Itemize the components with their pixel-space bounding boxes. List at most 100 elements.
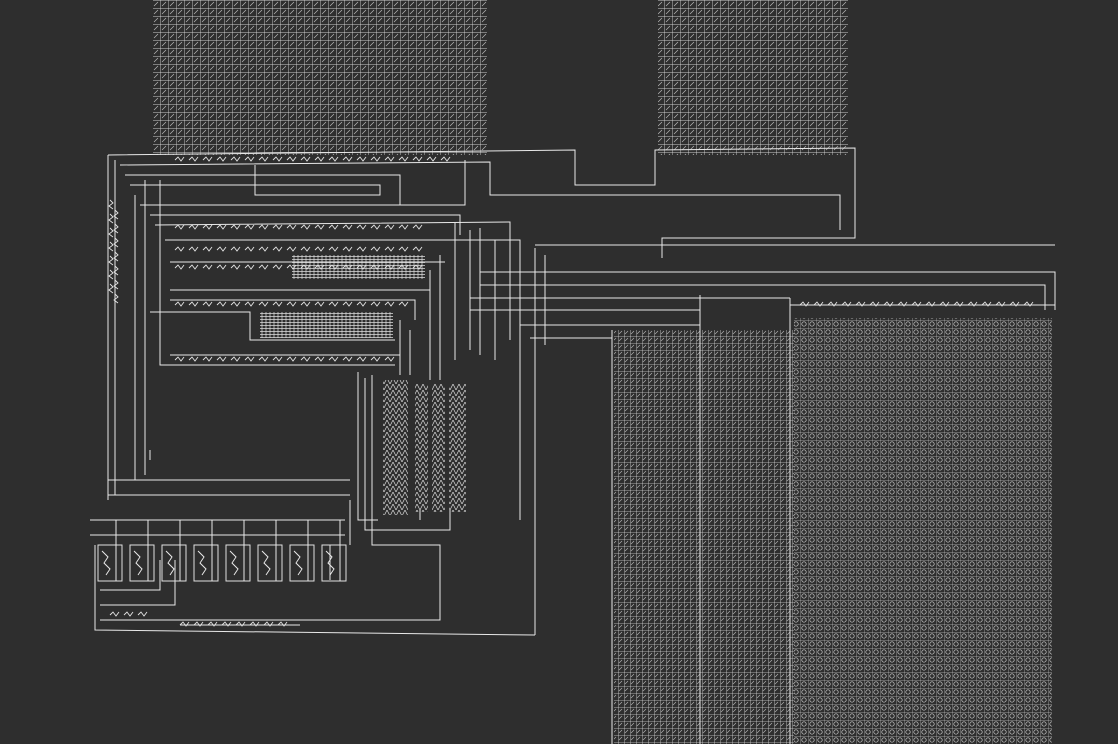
- connector-mark: [356, 246, 367, 252]
- connector-mark: [314, 156, 325, 162]
- connector-mark: [855, 301, 866, 307]
- connector-mark: [356, 301, 367, 307]
- connector-mark: [108, 213, 114, 224]
- register-cell: [193, 520, 219, 582]
- connector-mark: [244, 356, 255, 362]
- connector-mark: [300, 156, 311, 162]
- connector-mark: [272, 301, 283, 307]
- trace: [480, 271, 1056, 310]
- wiring-traces: [90, 147, 1056, 744]
- connector-mark: [230, 301, 241, 307]
- trace: [165, 239, 521, 520]
- connector-mark: [272, 156, 283, 162]
- connector-mark: [286, 246, 297, 252]
- connector-mark: [939, 301, 950, 307]
- trace: [170, 299, 416, 320]
- connector-mark: [342, 301, 353, 307]
- memory-array-bottom-right: [794, 318, 1052, 744]
- register-cell: [289, 520, 315, 582]
- trace: [100, 560, 176, 606]
- connector-mark: [342, 264, 353, 270]
- connector-mark: [230, 356, 241, 362]
- connector-mark: [258, 224, 269, 230]
- connector-mark: [188, 301, 199, 307]
- connector-mark: [314, 356, 325, 362]
- connector-mark: [109, 611, 120, 617]
- connector-mark: [398, 156, 409, 162]
- decoder-column: [415, 384, 428, 512]
- connector-mark: [286, 156, 297, 162]
- decoder-column: [383, 380, 408, 515]
- connector-mark: [258, 301, 269, 307]
- connector-mark: [1023, 301, 1034, 307]
- trace: [125, 160, 466, 206]
- connector-mark: [384, 224, 395, 230]
- connector-mark: [981, 301, 992, 307]
- trace: [107, 147, 856, 258]
- connector-mark: [827, 301, 838, 307]
- connector-mark: [412, 156, 423, 162]
- comb-block-lower: [260, 312, 393, 338]
- connector-mark: [342, 156, 353, 162]
- connector-mark: [108, 199, 114, 210]
- connector-mark: [188, 264, 199, 270]
- trace: [357, 372, 378, 521]
- connector-mark: [137, 611, 148, 617]
- connector-mark: [216, 246, 227, 252]
- connector-mark: [398, 224, 409, 230]
- connector-mark: [263, 621, 274, 627]
- connector-mark: [813, 301, 824, 307]
- connector-mark: [272, 246, 283, 252]
- connector-mark: [925, 301, 936, 307]
- connector-mark: [230, 156, 241, 162]
- connector-mark: [272, 356, 283, 362]
- connector-mark: [174, 356, 185, 362]
- connector-mark: [883, 301, 894, 307]
- trace: [100, 560, 161, 591]
- connector-mark: [286, 264, 297, 270]
- connector-mark: [216, 224, 227, 230]
- connector-mark: [300, 264, 311, 270]
- connector-mark: [174, 156, 185, 162]
- connector-mark: [108, 255, 114, 266]
- trace: [94, 545, 536, 636]
- connector-mark: [244, 156, 255, 162]
- trace: [150, 214, 461, 235]
- connector-mark: [328, 224, 339, 230]
- connector-mark: [342, 356, 353, 362]
- connector-mark: [113, 293, 119, 304]
- connector-mark: [412, 264, 423, 270]
- connector-mark: [174, 224, 185, 230]
- connector-mark: [216, 356, 227, 362]
- trace: [130, 165, 381, 196]
- register-cell: [161, 520, 187, 582]
- connector-mark: [384, 356, 395, 362]
- connector-mark: [202, 246, 213, 252]
- trace: [364, 378, 451, 531]
- connector-mark: [328, 301, 339, 307]
- trace: [150, 311, 395, 341]
- connector-mark: [113, 209, 119, 220]
- connector-mark: [113, 265, 119, 276]
- connector-mark: [202, 224, 213, 230]
- connector-mark: [113, 251, 119, 262]
- register-cell: [97, 520, 123, 582]
- connector-mark: [841, 301, 852, 307]
- register-bank-bottom-left: [97, 520, 347, 582]
- memory-array-bottom-center: [614, 330, 794, 744]
- connector-mark: [356, 264, 367, 270]
- connector-mark: [108, 269, 114, 280]
- decoder-column: [449, 384, 466, 512]
- connector-mark: [384, 264, 395, 270]
- connector-mark: [314, 224, 325, 230]
- connector-mark: [384, 156, 395, 162]
- connector-mark: [384, 301, 395, 307]
- connector-mark: [272, 264, 283, 270]
- register-cell: [225, 520, 251, 582]
- connector-mark: [113, 223, 119, 234]
- trace: [119, 161, 841, 230]
- register-cell: [257, 520, 283, 582]
- connector-mark: [440, 156, 451, 162]
- connector-mark: [207, 621, 218, 627]
